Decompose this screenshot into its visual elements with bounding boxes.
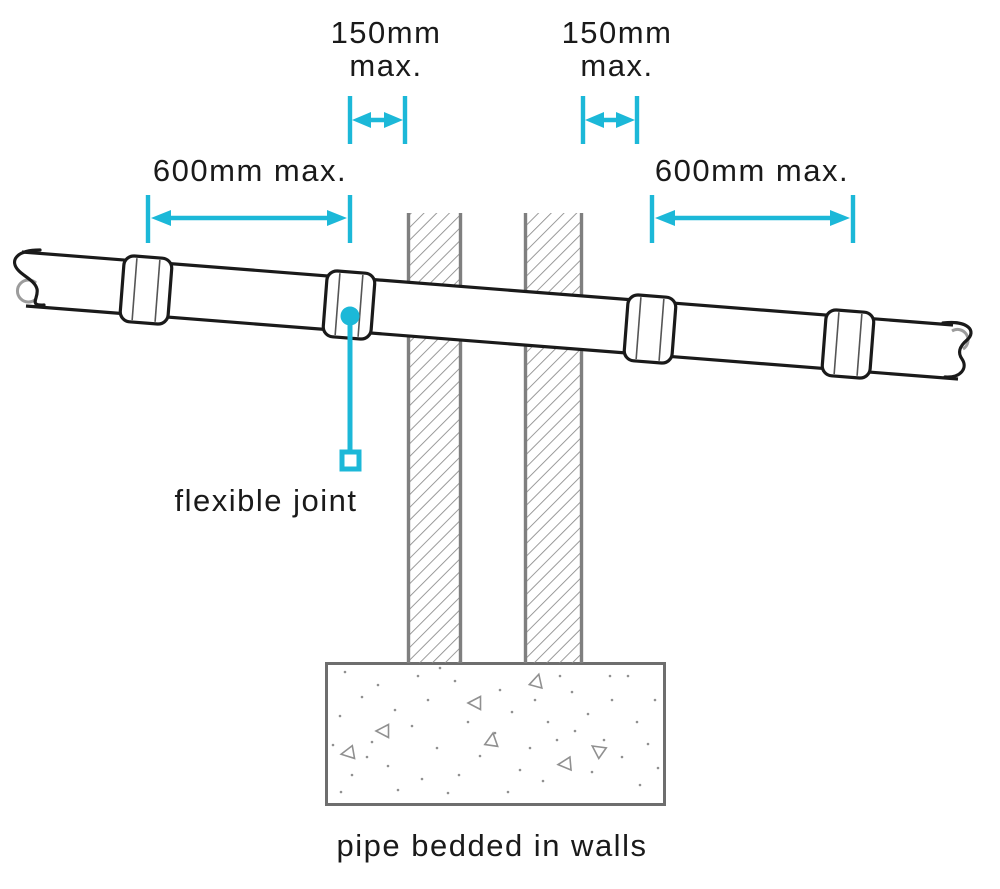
pipe-joint-3 <box>622 293 678 365</box>
dim-label-150-left: 150mm max. <box>331 16 442 82</box>
flexible-joint-leader <box>339 306 362 472</box>
arrowhead-left-icon <box>151 210 171 226</box>
leader-dot-icon <box>340 306 360 326</box>
pipe-body <box>22 252 958 379</box>
dim-label-150-left-line2: max. <box>349 48 423 83</box>
pipe <box>13 248 973 381</box>
aggregate-dots <box>331 666 660 795</box>
dim-150-right <box>580 96 640 144</box>
pipe-top-edge <box>21 250 954 327</box>
dim-label-150-right-line1: 150mm <box>561 15 673 50</box>
pipe-break-right <box>941 320 973 379</box>
pipe-joint-4 <box>820 308 876 380</box>
dim-150-left <box>347 96 408 144</box>
concrete-foundation <box>325 662 666 806</box>
arrowhead-right-icon <box>830 210 850 226</box>
pipe-bottom-edge <box>25 304 959 381</box>
arrowhead-left-icon <box>655 210 675 226</box>
arrowhead-right-icon <box>327 210 347 226</box>
wall-right-hatch <box>524 213 583 663</box>
wall-left <box>406 213 463 663</box>
aggregate-triangles <box>339 672 608 772</box>
arrowhead-right-icon <box>616 112 635 128</box>
leader-square-icon <box>339 449 362 472</box>
dim-label-150-right-line2: max. <box>580 48 654 83</box>
dim-label-150-right: 150mm max. <box>562 16 673 82</box>
pipe-break-left <box>13 248 46 307</box>
pipe-joint-2-flexible <box>321 269 377 341</box>
arrowhead-left-icon <box>585 112 604 128</box>
dim-600-right <box>649 195 856 243</box>
arrowhead-right-icon <box>384 112 403 128</box>
arrowhead-left-icon <box>352 112 371 128</box>
pipe-joint-1 <box>118 254 174 326</box>
diagram-caption: pipe bedded in walls <box>336 828 648 863</box>
dim-label-600-right: 600mm max. <box>654 153 850 188</box>
flexible-joint-label: flexible joint <box>174 483 358 518</box>
wall-left-hatch <box>407 213 462 663</box>
dim-600-left <box>145 195 353 243</box>
dim-label-150-left-line1: 150mm <box>330 15 442 50</box>
wall-right <box>523 213 584 663</box>
dim-label-600-left: 600mm max. <box>152 153 348 188</box>
